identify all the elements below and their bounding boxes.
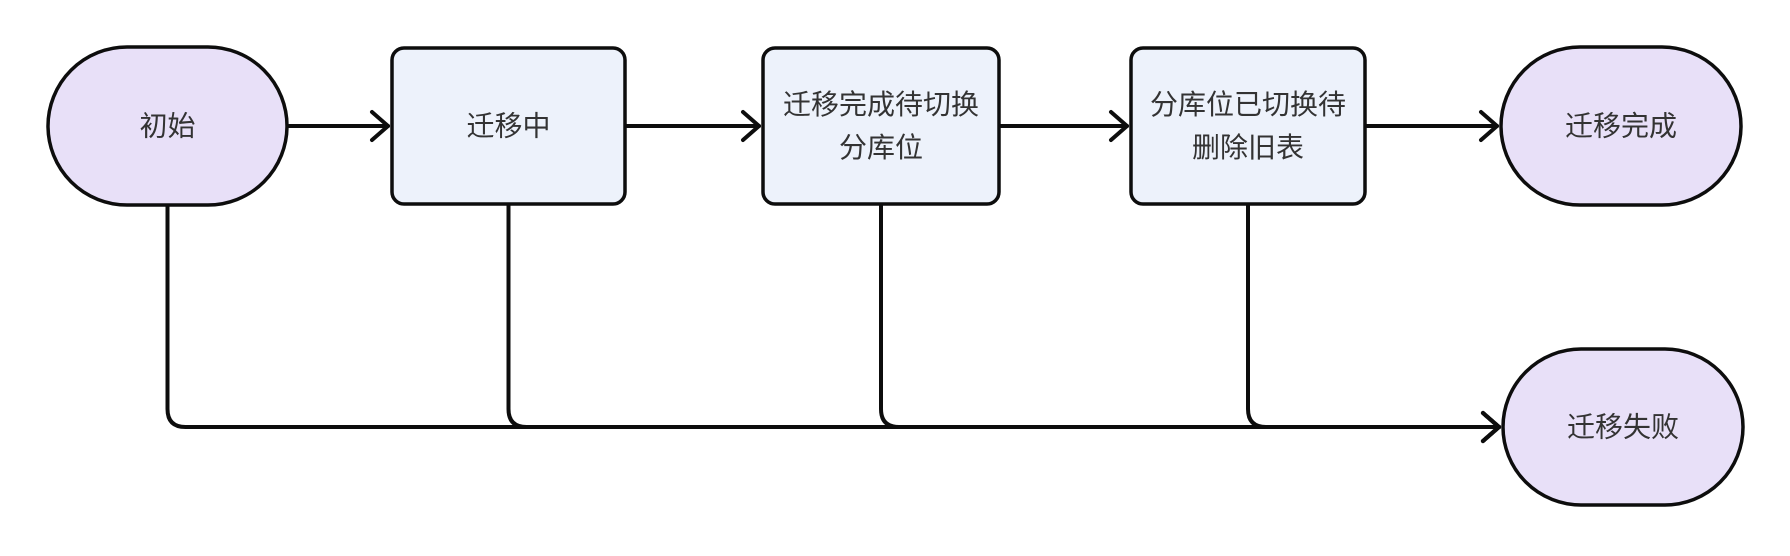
- edges-layer: [165, 110, 1501, 443]
- node-migrated-pending-switch: 迁移完成待切换分库位: [761, 46, 1001, 206]
- edge-migrating-to-migration-failed: [506, 203, 1501, 443]
- node-migration-failed-label: 迁移失败: [1567, 412, 1679, 443]
- edge-initial-to-migration-failed: [165, 204, 1501, 443]
- node-migration-done-label: 迁移完成: [1565, 111, 1677, 142]
- node-migration-failed-shape: [1501, 347, 1745, 507]
- node-initial: 初始: [46, 45, 289, 207]
- edge-migrated-pending-switch-to-migration-failed: [879, 203, 1501, 443]
- node-switched-pending-delete: 分库位已切换待删除旧表: [1129, 46, 1367, 206]
- node-migrated-pending-switch-shape: [761, 46, 1001, 206]
- node-migrated-pending-switch-label: 迁移完成待切换分库位: [783, 89, 979, 163]
- node-migrating-label: 迁移中: [466, 111, 550, 142]
- node-switched-pending-delete-shape: [1129, 46, 1367, 206]
- node-migration-done: 迁移完成: [1499, 45, 1743, 207]
- node-switched-pending-delete-label: 分库位已切换待删除旧表: [1150, 89, 1346, 163]
- edge-switched-pending-delete-to-migration-failed: [1246, 203, 1501, 443]
- node-migration-done-shape: [1499, 45, 1743, 207]
- node-migrating-shape: [390, 46, 627, 206]
- node-initial-label: 初始: [139, 111, 195, 142]
- node-migration-failed: 迁移失败: [1501, 347, 1745, 507]
- node-initial-shape: [46, 45, 289, 207]
- node-migrating: 迁移中: [390, 46, 627, 206]
